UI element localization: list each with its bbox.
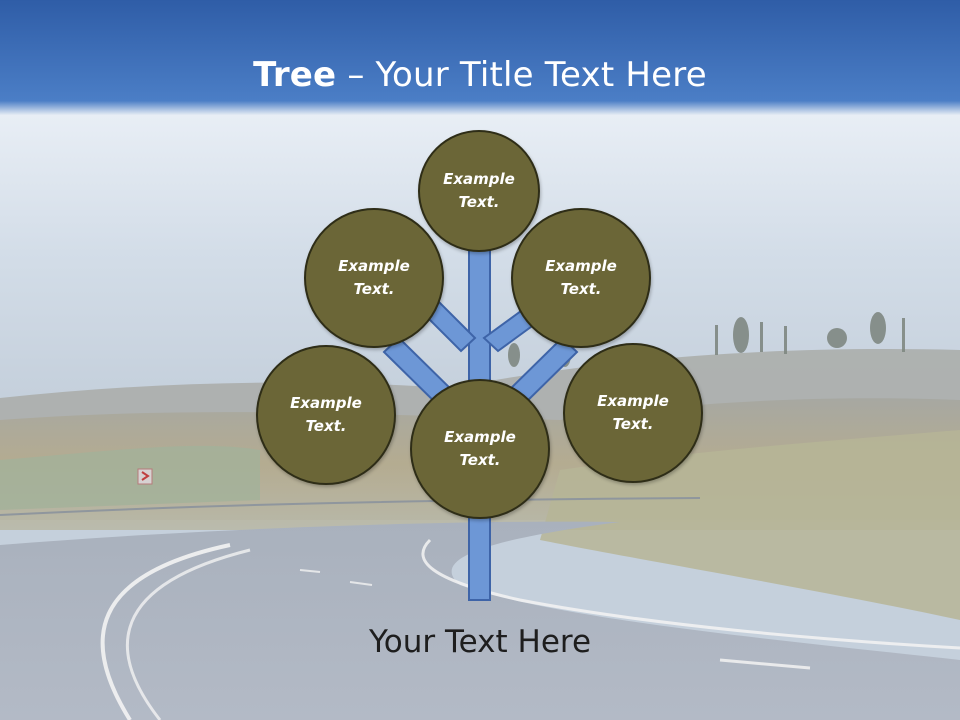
tree-node-top-text: Example Text. [443,170,515,211]
tree-node-upper-right-text: Example Text. [545,257,617,298]
tree-node-center-text: Example Text. [444,428,516,469]
slide-title: Tree – Your Title Text Here [0,52,960,98]
tree-node-lower-left[interactable]: Example Text. [256,345,396,485]
footer-text[interactable]: Your Text Here [368,624,592,660]
tree-node-upper-right[interactable]: Example Text. [511,208,651,348]
tree-node-top[interactable]: Example Text. [418,130,540,252]
tree-node-lower-right-text: Example Text. [597,392,669,433]
tree-node-upper-left-text: Example Text. [338,257,410,298]
tree-node-lower-left-text: Example Text. [290,394,362,435]
tree-node-upper-left[interactable]: Example Text. [304,208,444,348]
title-rest: – Your Title Text Here [336,55,707,95]
tree-node-center[interactable]: Example Text. [410,379,550,519]
tree-node-lower-right[interactable]: Example Text. [563,343,703,483]
title-strong: Tree [253,55,337,95]
